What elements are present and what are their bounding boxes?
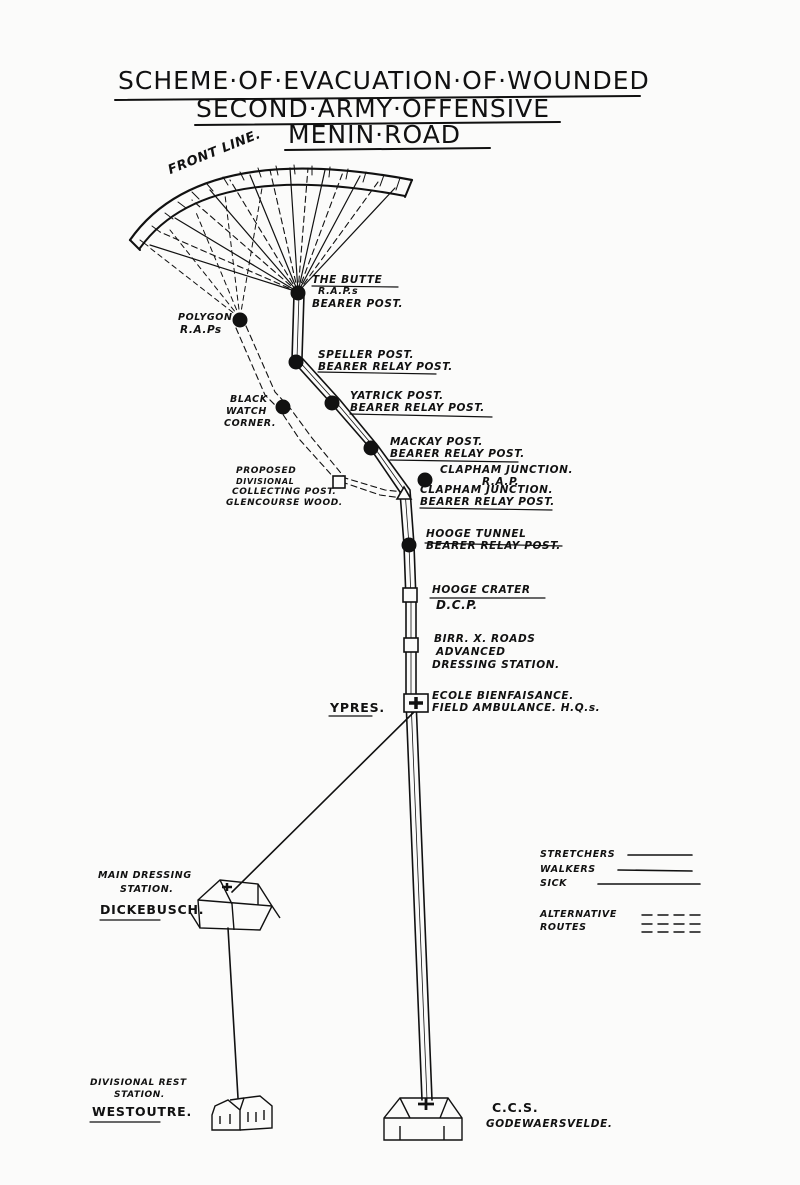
- ecole-label-1: ECOLE BIENFAISANCE.: [432, 690, 574, 702]
- westoutre-label-3: WESTOUTRE.: [92, 1104, 193, 1119]
- hooge-tunnel-marker: [401, 537, 417, 553]
- yatrick-label-1: YATRICK POST.: [350, 390, 444, 402]
- mackay-label-1: MACKAY POST.: [390, 436, 484, 448]
- black-watch-label-2: WATCH: [226, 406, 267, 417]
- birr-label-3: DRESSING STATION.: [432, 659, 560, 671]
- front-line-arc-outer: [128, 167, 414, 242]
- butte-post-marker: [290, 285, 306, 301]
- alternative-route-b: [245, 325, 405, 493]
- legend-walkers-line: [617, 869, 693, 872]
- yatrick-label-2: BEARER RELAY POST.: [350, 402, 485, 414]
- clapham-relay-label-1: CLAPHAM JUNCTION.: [420, 484, 554, 496]
- polygon-rap-marker: [232, 312, 248, 328]
- clapham-junction-relay-marker: [395, 485, 413, 500]
- legend-routes-label: ROUTES: [540, 922, 587, 933]
- birr-label-2: ADVANCED: [436, 646, 506, 658]
- title-underline-2: [194, 121, 561, 126]
- front-line-end-cap-left: [129, 239, 141, 251]
- speller-label-2: BEARER RELAY POST.: [318, 361, 453, 373]
- mackay-label-2: BEARER RELAY POST.: [390, 448, 525, 460]
- speller-label-1: SPELLER POST.: [318, 349, 415, 361]
- black-watch-label-1: BLACK: [230, 394, 268, 405]
- front-line-hatching: [139, 164, 401, 247]
- title-underline-3: [284, 147, 491, 151]
- mackay-post-marker: [363, 440, 379, 456]
- glencourse-wood-collecting-post-marker: [332, 475, 346, 489]
- proposed-label-3: COLLECTING POST.: [232, 487, 337, 497]
- polygon-label-1: POLYGON: [178, 312, 233, 323]
- front-line-spokes-dashed: [159, 167, 379, 293]
- westoutre-label-2: STATION.: [114, 1090, 165, 1100]
- yatrick-post-marker: [324, 395, 340, 411]
- ccs-label-1: C.C.S.: [492, 1100, 539, 1115]
- legend-stretchers-label: STRETCHERS: [540, 849, 616, 860]
- proposed-label-2: DIVISIONAL: [236, 477, 295, 486]
- hooge-tunnel-label-1: HOOGE TUNNEL: [426, 528, 527, 540]
- ypres-red-cross-icon: [409, 697, 423, 709]
- ecole-label-2: FIELD AMBULANCE. H.Q.s.: [432, 702, 601, 714]
- proposed-label-4: GLENCOURSE WOOD.: [226, 498, 343, 508]
- clapham-rap-marker: [417, 472, 433, 488]
- front-line-spokes-solid: [149, 167, 396, 293]
- title-line-2: SECOND·ARMY·OFFENSIVE: [196, 94, 551, 123]
- butte-label-3: BEARER POST.: [312, 298, 404, 310]
- ccs-label-2: GODEWAERSVELDE.: [486, 1118, 613, 1130]
- hooge-crater-dcp-marker: [402, 587, 418, 603]
- westoutre-houses-icon: [211, 1095, 273, 1131]
- front-line-arc-inner: [139, 183, 406, 249]
- proposed-label-1: PROPOSED: [236, 466, 297, 476]
- route-dickebusch-to-westoutre: [227, 927, 239, 1099]
- ccs-building-icon: [383, 1097, 463, 1141]
- dickebusch-tent-icon: [189, 879, 281, 931]
- black-watch-corner-marker: [275, 399, 291, 415]
- dickebusch-label-2: STATION.: [120, 884, 174, 895]
- dickebusch-label-3: DICKEBUSCH.: [100, 902, 205, 917]
- title-underline-1: [114, 95, 641, 101]
- butte-label-2: R.A.P.s: [318, 286, 359, 297]
- route-ypres-to-dickebusch: [231, 711, 415, 893]
- polygon-label-2: R.A.Ps: [180, 324, 222, 336]
- legend-walkers-label: WALKERS: [540, 864, 596, 875]
- clapham-rap-label-2: R.A.P.: [482, 476, 520, 488]
- main-route-inner: [301, 293, 433, 1101]
- legend-alternative-label: ALTERNATIVE: [540, 909, 617, 920]
- ypres-label: YPRES.: [330, 700, 385, 715]
- front-line-end-cap-right: [404, 179, 413, 198]
- birr-label-1: BIRR. X. ROADS: [434, 633, 536, 645]
- clapham-relay-label-2: BEARER RELAY POST.: [420, 496, 555, 508]
- polygon-spokes-dashed: [149, 187, 263, 319]
- hooge-crater-label-1: HOOGE CRATER: [432, 584, 531, 596]
- title-line-3: MENIN·ROAD: [288, 120, 462, 149]
- clapham-rap-label-1: CLAPHAM JUNCTION.: [440, 464, 574, 476]
- legend-sick-label: SICK: [540, 878, 568, 889]
- title-line-1: SCHEME·OF·EVACUATION·OF·WOUNDED: [118, 66, 650, 95]
- hooge-tunnel-label-2: BEARER RELAY POST.: [426, 540, 561, 552]
- black-watch-label-3: CORNER.: [224, 418, 277, 429]
- hooge-crater-label-2: D.C.P.: [436, 598, 478, 612]
- butte-label-1: THE BUTTE: [312, 274, 383, 286]
- birr-cross-roads-ads-marker: [403, 637, 419, 653]
- westoutre-label-1: DIVISIONAL REST: [90, 1078, 187, 1088]
- speller-post-marker: [288, 354, 304, 370]
- dickebusch-label-1: MAIN DRESSING: [98, 870, 192, 881]
- alternative-route-a: [235, 327, 403, 499]
- label-underlines: [89, 285, 563, 1123]
